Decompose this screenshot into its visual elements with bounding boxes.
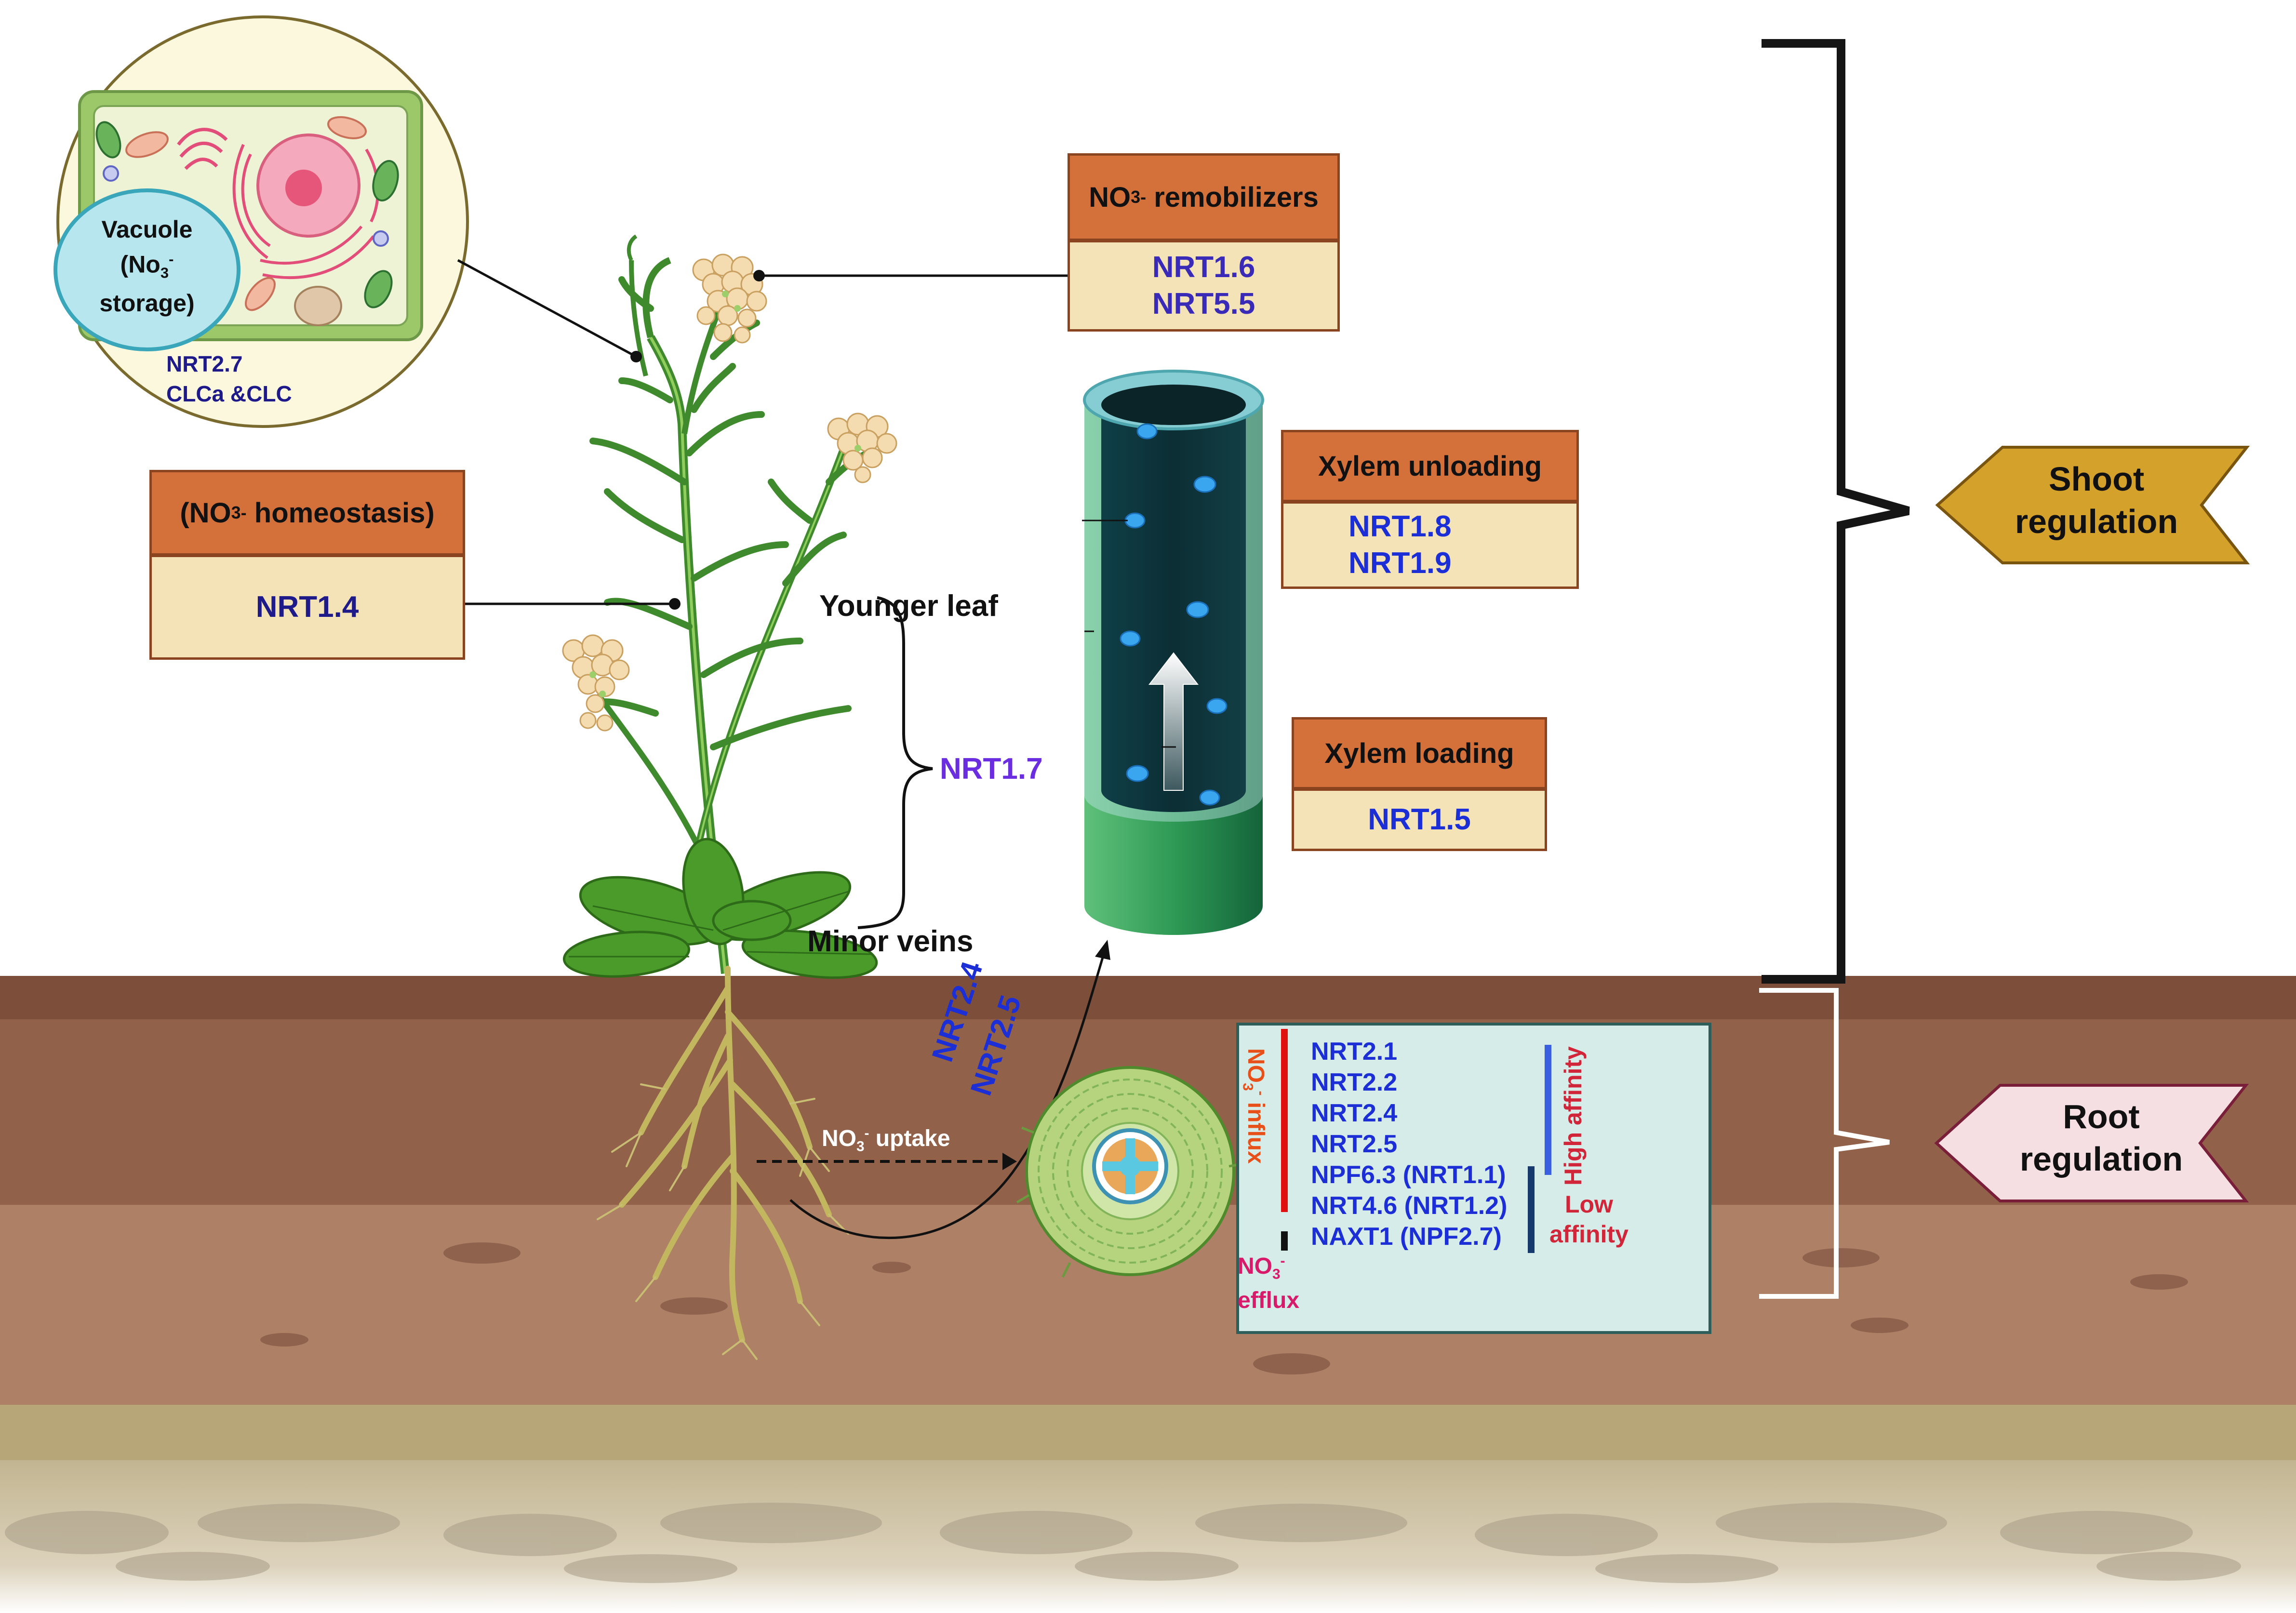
root-transporter-item: NAXT1 (NPF2.7): [1311, 1223, 1502, 1251]
shoot-bracket: [1762, 39, 1910, 984]
plant-cell-zoom: [53, 15, 469, 428]
root-regulation-label: Root regulation: [2019, 1098, 2183, 1178]
xylem-loading-body: NRT1.5: [1292, 788, 1547, 851]
vacuole-storage: storage): [99, 289, 195, 317]
vacuole-label: Vacuole (No3- storage): [89, 214, 205, 318]
flower-clusters: [562, 253, 897, 732]
clay-layer: [0, 1405, 2296, 1463]
vacuole-no3: (No3-: [120, 251, 174, 281]
no3-efflux-label: NO3- efflux: [1238, 1253, 1300, 1313]
remobilizer-nrt55: NRT5.5: [1152, 287, 1255, 320]
root-transporter-item: NPF6.3 (NRT1.1): [1311, 1161, 1506, 1189]
root-bracket: [1759, 988, 1890, 1299]
root-tag-shape: [1934, 1084, 2249, 1202]
homeostasis-nrt14: NRT1.4: [255, 590, 359, 624]
unloading-nrt19: NRT1.9: [1348, 547, 1452, 580]
high-affinity-bar: [1545, 1045, 1551, 1175]
loading-nrt15: NRT1.5: [1368, 803, 1471, 836]
influx-bar: [1281, 1029, 1288, 1212]
xylem-unloading-header: Xylem unloading: [1281, 430, 1579, 502]
remobilizers-body: NRT1.6 NRT5.5: [1068, 240, 1340, 332]
low-affinity-bar: [1528, 1166, 1535, 1253]
efflux-bar: [1281, 1231, 1288, 1251]
root-transporter-item: NRT2.4: [1311, 1099, 1398, 1127]
cell-transporter-clc: CLCa &CLC: [166, 381, 292, 406]
root-panel-bg: [1236, 1023, 1711, 1334]
root-cross-section: [1016, 1066, 1244, 1278]
high-affinity-label: High affinity: [1560, 1046, 1587, 1186]
no3-uptake-label: NO3- uptake: [822, 1125, 950, 1155]
root-transporter-list: NRT2.1 NRT2.2 NRT2.4 NRT2.5 NPF6.3 (NRT1…: [1311, 1036, 1507, 1252]
xylem-loading-header: Xylem loading: [1292, 717, 1547, 789]
nrt17-brace: [857, 596, 933, 929]
homeostasis-body: NRT1.4: [149, 555, 465, 660]
root-transporter-item: NRT4.6 (NRT1.2): [1311, 1192, 1508, 1220]
remobilizer-nrt16: NRT1.6: [1152, 251, 1255, 284]
uptake-arrows: [757, 940, 1110, 1240]
cell-transporter-nrt27: NRT2.7: [166, 351, 243, 376]
root-transporter-item: NRT2.2: [1311, 1068, 1398, 1096]
xylem-vessel: [1082, 370, 1264, 935]
no3-influx-vertical: NO3- influx: [1240, 1048, 1269, 1164]
upward-flow-arrow: [1148, 652, 1199, 791]
roots: [619, 966, 832, 1343]
root-transporter-item: NRT2.5: [1311, 1130, 1398, 1158]
connector-lines: [457, 259, 1068, 605]
minor-veins-label: Minor veins: [807, 925, 974, 958]
root-transporter-item: NRT2.1: [1311, 1038, 1398, 1066]
younger-leaf-label: Younger leaf: [819, 589, 998, 623]
xylem-unloading-body: NRT1.8 NRT1.9: [1281, 501, 1579, 589]
topsoil-layer: [0, 976, 2296, 1022]
shoot-tag-shape: [1935, 446, 2250, 564]
vacuole-word: Vacuole: [101, 216, 193, 243]
shoot-regulation-label: Shoot regulation: [2015, 460, 2178, 540]
unloading-nrt18: NRT1.8: [1348, 510, 1452, 543]
nrt17-label: NRT1.7: [940, 752, 1043, 786]
low-affinity-label: Low affinity: [1549, 1191, 1629, 1248]
